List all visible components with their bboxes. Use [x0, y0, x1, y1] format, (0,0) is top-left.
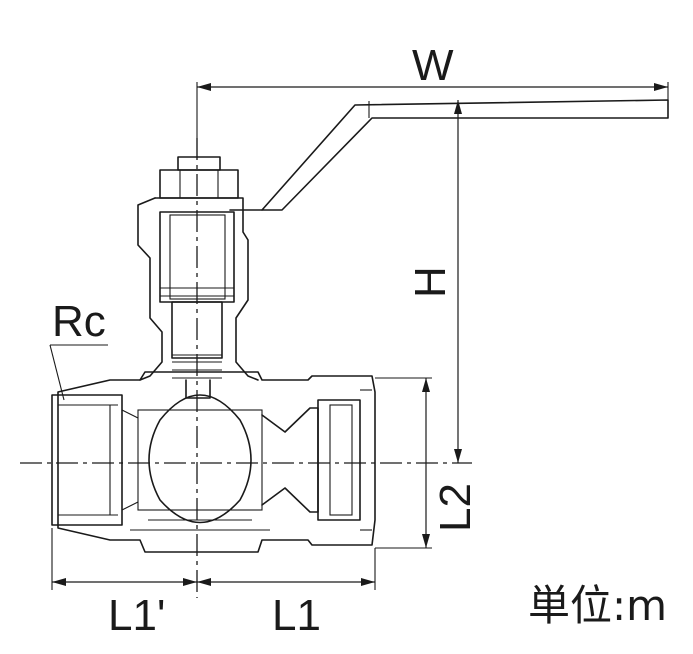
- dimension-w: [196, 82, 669, 160]
- dimension-l1: [51, 528, 376, 590]
- dimension-l2: [375, 377, 432, 549]
- dimension-h-label: H: [406, 266, 455, 298]
- valve-bonnet: [137, 197, 259, 399]
- dimension-w-label: W: [412, 41, 454, 90]
- unit-label: 単位:m: [528, 581, 667, 630]
- dimension-h: [454, 100, 462, 463]
- thread-label: Rc: [52, 297, 106, 346]
- dimension-l1-label: L1: [272, 591, 321, 640]
- lever-handle: [229, 99, 669, 211]
- stem-nut: [159, 156, 239, 199]
- thread-callout: [49, 344, 108, 401]
- dimension-l1-prime-label: L1': [108, 591, 165, 640]
- valve-body: [51, 371, 376, 553]
- dimension-l2-label: L2: [431, 483, 480, 532]
